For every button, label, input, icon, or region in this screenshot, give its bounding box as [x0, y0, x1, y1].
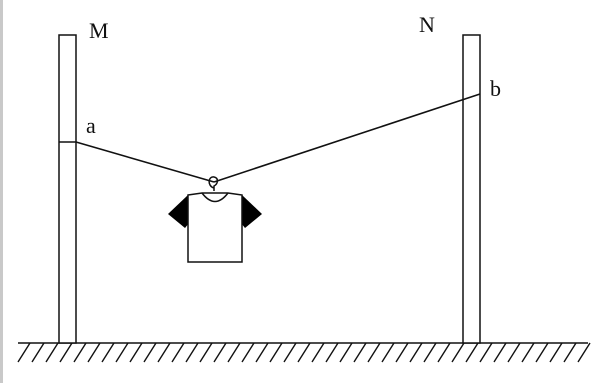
point-a-label: a	[86, 113, 96, 138]
hatch-stroke	[45, 342, 59, 363]
hatch-stroke	[353, 342, 367, 363]
ground-hatching	[17, 342, 591, 363]
hatch-stroke	[325, 342, 339, 363]
hatch-stroke	[143, 342, 157, 363]
hatch-stroke	[157, 342, 171, 363]
hatch-stroke	[171, 342, 185, 363]
hatch-stroke	[409, 342, 423, 363]
hatch-stroke	[283, 342, 297, 363]
hatch-stroke	[577, 342, 591, 363]
hatch-stroke	[17, 342, 31, 363]
hatch-stroke	[115, 342, 129, 363]
hatch-stroke	[199, 342, 213, 363]
hatch-stroke	[367, 342, 381, 363]
hatch-stroke	[563, 342, 577, 363]
hatch-stroke	[185, 342, 199, 363]
hatch-stroke	[339, 342, 353, 363]
shirt-body	[187, 192, 243, 263]
pole-n	[462, 34, 481, 344]
hatch-stroke	[535, 342, 549, 363]
hatch-stroke	[129, 342, 143, 363]
point-b-label: b	[490, 76, 501, 101]
t-shirt	[168, 192, 262, 263]
hatch-stroke	[437, 342, 451, 363]
pole-n-label: N	[419, 12, 435, 37]
hatch-stroke	[465, 342, 479, 363]
hatch-stroke	[255, 342, 269, 363]
hatch-stroke	[73, 342, 87, 363]
pole-m	[58, 34, 77, 344]
hatch-stroke	[451, 342, 465, 363]
hatch-stroke	[227, 342, 241, 363]
hatch-stroke	[521, 342, 535, 363]
hatch-stroke	[381, 342, 395, 363]
hatch-stroke	[493, 342, 507, 363]
hatch-stroke	[549, 342, 563, 363]
hatch-stroke	[479, 342, 493, 363]
hatch-stroke	[269, 342, 283, 363]
hatch-stroke	[213, 342, 227, 363]
hatch-stroke	[297, 342, 311, 363]
hatch-stroke	[395, 342, 409, 363]
hatch-stroke	[101, 342, 115, 363]
hatch-stroke	[87, 342, 101, 363]
hatch-stroke	[423, 342, 437, 363]
hatch-stroke	[507, 342, 521, 363]
hatch-stroke	[241, 342, 255, 363]
rope-segment-b	[213, 93, 481, 183]
hatch-stroke	[31, 342, 45, 363]
hatch-stroke	[59, 342, 73, 363]
rope-segment-a	[75, 141, 215, 183]
hanger-hook	[208, 176, 219, 191]
hatch-stroke	[311, 342, 325, 363]
pole-m-label: M	[89, 18, 109, 43]
left-border	[0, 0, 3, 383]
shirt-collar	[201, 192, 229, 203]
